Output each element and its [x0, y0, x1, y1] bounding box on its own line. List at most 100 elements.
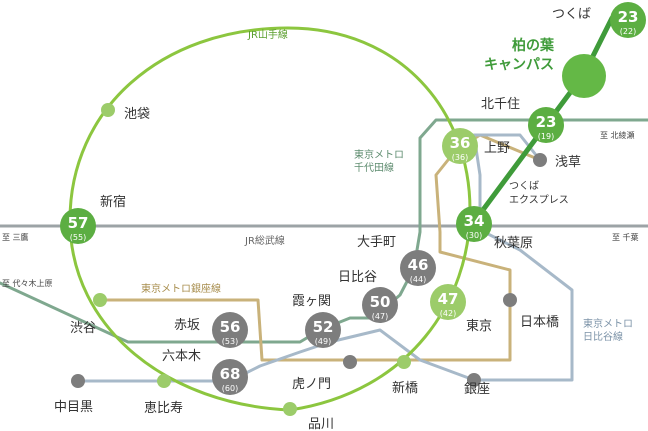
hub-sub: (30): [466, 231, 482, 240]
direction-mitaka: 至 三鷹: [2, 232, 29, 242]
hub-name: 日比谷: [338, 270, 377, 285]
hub-marker: [212, 359, 248, 395]
hub-tokyo: 47 (42) 東京: [430, 284, 492, 334]
tsukuba-express-line: [471, 15, 615, 225]
hub-time: 36: [450, 134, 471, 152]
hub-hibiya: 50 (47) 日比谷: [338, 270, 398, 323]
station-marker: [503, 293, 517, 307]
hub-akasaka: 56 (53) 赤坂: [174, 312, 248, 348]
hub-stations: 23 (22) つくば 23 (19) 北千住 36 (36) 上野 34 (3…: [60, 2, 646, 395]
chiyoda-line-label: 東京メトロ千代田線: [354, 148, 404, 174]
hub-time: 50: [370, 293, 391, 311]
station-name: 渋谷: [70, 321, 96, 336]
hub-time: 56: [220, 318, 241, 336]
hub-roppongi: 68 (60) 六本木: [162, 349, 248, 395]
hub-ueno: 36 (36) 上野: [442, 128, 510, 164]
line-labels: JR山手線 JR総武線 東京メトロ千代田線 東京メトロ銀座線 東京メトロ日比谷線…: [141, 28, 633, 343]
hub-name: 新宿: [100, 194, 126, 210]
campus-label: 柏の葉キャンパス: [484, 37, 555, 73]
station-name: 虎ノ門: [292, 377, 331, 392]
hub-time: 52: [313, 318, 334, 336]
lbl-ginza-line-0: 東京メトロ銀座線: [141, 282, 221, 295]
hub-name: 六本木: [162, 349, 201, 364]
station-name: 恵比寿: [144, 401, 183, 416]
station-asakusa: 浅草: [533, 153, 581, 170]
station-ginza: 銀座: [464, 373, 490, 397]
station-marker: [283, 402, 297, 416]
lbl-campus-line-1: キャンパス: [484, 57, 554, 73]
lbl-campus-line-0: 柏の葉: [512, 37, 555, 54]
lbl-hibiya-line-1: 日比谷線: [583, 330, 623, 343]
station-name: 池袋: [124, 107, 150, 122]
hub-kasumigaseki: 52 (49) 霞ヶ関: [292, 294, 341, 348]
hub-shinjuku: 57 (55) 新宿: [60, 194, 126, 244]
station-nakameguro: 中目黒: [54, 374, 93, 415]
hub-marker: [430, 284, 466, 320]
hub-name: 大手町: [357, 235, 396, 250]
lbl-yamanote-line-0: JR山手線: [247, 28, 288, 41]
hub-marker: [610, 2, 646, 38]
station-nihombashi: 日本橋: [503, 293, 559, 330]
station-shinagawa: 品川: [283, 402, 334, 431]
station-name: 日本橋: [520, 315, 559, 330]
hub-time: 46: [408, 256, 429, 274]
lbl-chiyoda-line-1: 千代田線: [354, 161, 394, 174]
hub-marker: [400, 250, 436, 286]
station-marker: [397, 355, 411, 369]
lbl-tsukuba-line-0: つくば: [509, 180, 539, 192]
direction-kitaayase: 至 北綾瀬: [600, 130, 635, 140]
hub-name: 北千住: [481, 97, 520, 112]
hub-sub: (22): [620, 27, 636, 36]
hub-sub: (47): [372, 312, 388, 321]
hub-name: 上野: [484, 141, 510, 156]
hibiya-line-label: 東京メトロ日比谷線: [583, 317, 633, 343]
hub-marker: [442, 128, 478, 164]
ginza-line-label: 東京メトロ銀座線: [141, 282, 221, 295]
hub-sub: (36): [452, 153, 468, 162]
hub-name: 東京: [466, 318, 492, 334]
sobu-line-label: JR総武線: [244, 234, 285, 247]
hub-marker: [528, 107, 564, 143]
hub-sub: (42): [440, 309, 456, 318]
hub-time: 47: [438, 290, 459, 308]
lbl-hibiya-line-0: 東京メトロ: [583, 317, 633, 330]
station-marker: [467, 373, 481, 387]
station-shimbashi: 新橋: [392, 355, 418, 396]
direction-labels: 至 三鷹 至 千葉 至 北綾瀬 至 代々木上原: [2, 130, 639, 288]
hub-sub: (19): [538, 132, 554, 141]
station-name: 中目黒: [54, 400, 93, 415]
route-lines: [0, 15, 648, 412]
hub-time: 34: [464, 212, 485, 230]
station-marker: [71, 374, 85, 388]
lbl-sobu-line-0: JR総武線: [244, 234, 285, 247]
hub-sub: (44): [410, 275, 426, 284]
tsukuba-express-label: つくばエクスプレス: [509, 180, 569, 206]
hub-time: 23: [618, 8, 639, 26]
hub-akihabara: 34 (30) 秋葉原: [456, 206, 533, 251]
station-name: 銀座: [464, 382, 490, 397]
station-marker: [533, 153, 547, 167]
station-name: 新橋: [392, 380, 418, 396]
stations: 池袋 渋谷 恵比寿 品川 新橋 浅草 日本橋 銀座: [54, 103, 581, 431]
station-name: 浅草: [555, 155, 581, 170]
station-ikebukuro: 池袋: [101, 103, 150, 122]
hub-marker: [212, 312, 248, 348]
hub-marker: [60, 208, 96, 244]
hub-name: 秋葉原: [494, 236, 533, 251]
station-marker: [93, 293, 107, 307]
station-marker: [157, 374, 171, 388]
station-ebisu: 恵比寿: [144, 374, 183, 416]
station-marker: [101, 103, 115, 117]
hub-time: 57: [68, 214, 89, 232]
hub-name: 霞ヶ関: [292, 294, 331, 309]
hub-marker: [362, 287, 398, 323]
kashiwanoha-campus: 柏の葉キャンパス: [484, 37, 606, 98]
yamanote-line: [68, 26, 472, 412]
hub-otemachi: 46 (44) 大手町: [357, 235, 436, 286]
hub-sub: (49): [315, 337, 331, 346]
station-name: 品川: [308, 417, 334, 431]
hub-marker: [305, 312, 341, 348]
yamanote-line-label: JR山手線: [247, 28, 288, 41]
lbl-tsukuba-line-1: エクスプレス: [509, 194, 569, 206]
lbl-chiyoda-line-0: 東京メトロ: [354, 148, 404, 161]
